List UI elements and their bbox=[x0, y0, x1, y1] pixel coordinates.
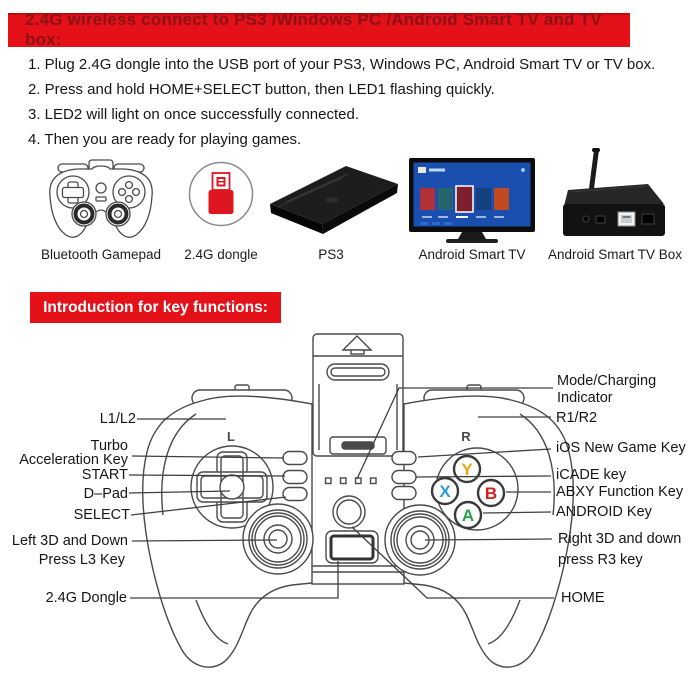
gamepad-art bbox=[142, 333, 574, 668]
y-button-letter: Y bbox=[461, 460, 473, 479]
label-abxy-function: ABXY Function Key bbox=[556, 484, 684, 500]
left-stick bbox=[242, 503, 314, 575]
start-oval-button bbox=[282, 469, 308, 485]
header-title: 2.4G wireless connect to PS3 /Windows PC… bbox=[25, 10, 602, 49]
button-y bbox=[452, 454, 482, 484]
step-3: 3. LED2 will light on once successfully … bbox=[28, 106, 360, 123]
dongle-slot bbox=[329, 534, 375, 561]
x-button-letter: X bbox=[439, 482, 451, 501]
device-label-android-smart-tv: Android Smart TV bbox=[418, 247, 526, 262]
dongle-image bbox=[188, 161, 254, 232]
device-label-android-tv-box: Android Smart TV Box bbox=[547, 247, 683, 262]
label-press-r3: press R3 key bbox=[558, 552, 643, 568]
a-button-letter: A bbox=[462, 506, 474, 525]
step-4: 4. Then you are ready for playing games. bbox=[28, 131, 302, 148]
label-home: HOME bbox=[561, 590, 605, 606]
label-left-3d: Left 3D and Down bbox=[11, 533, 128, 549]
select-oval-button bbox=[282, 486, 308, 502]
label-ios-new-game: iOS New Game Key bbox=[556, 440, 686, 456]
r-shoulder-letter: R bbox=[461, 429, 471, 444]
label-l1-l2: L1/L2 bbox=[99, 411, 136, 427]
label-press-l3: Press L3 Key bbox=[38, 552, 125, 568]
label-turbo-acceleration: Turbo Acceleration Key bbox=[19, 438, 128, 468]
label-start: START bbox=[81, 467, 128, 483]
button-b bbox=[476, 478, 506, 508]
bluetooth-gamepad-image bbox=[36, 158, 166, 251]
button-a bbox=[453, 500, 483, 530]
leader-lines bbox=[128, 387, 554, 599]
label-24g-dongle: 2.4G Dongle bbox=[45, 590, 127, 606]
icade-oval-button bbox=[391, 469, 417, 485]
phone-holder-bracket bbox=[312, 333, 404, 457]
label-icade: iCADE key bbox=[556, 467, 627, 483]
android-smart-tv-image bbox=[408, 156, 536, 249]
android-tv-box-image bbox=[556, 146, 672, 247]
led-indicators bbox=[324, 477, 377, 485]
device-label-dongle: 2.4G dongle bbox=[184, 247, 258, 262]
step-1: 1. Plug 2.4G dongle into the USB port of… bbox=[28, 56, 656, 73]
device-label-bluetooth-gamepad: Bluetooth Gamepad bbox=[40, 247, 162, 262]
intro-box: Introduction for key functions: bbox=[30, 292, 281, 323]
d-pad bbox=[196, 451, 268, 523]
header-bar: 2.4G wireless connect to PS3 /Windows PC… bbox=[8, 10, 630, 49]
ios-oval-button bbox=[391, 450, 417, 466]
label-right-3d: Right 3D and down bbox=[558, 531, 682, 547]
label-select: SELECT bbox=[73, 507, 130, 523]
label-mode-charging: Mode/Charging Indicator bbox=[557, 373, 657, 406]
label-android-key: ANDROID Key bbox=[556, 504, 652, 520]
intro-title: Introduction for key functions: bbox=[43, 298, 268, 316]
l-shoulder-letter: L bbox=[227, 429, 235, 444]
b-button-letter: B bbox=[485, 484, 497, 503]
android-oval-button bbox=[391, 485, 417, 501]
turbo-oval-button bbox=[282, 450, 308, 466]
label-d-pad: D–Pad bbox=[83, 486, 128, 502]
label-r1-r2: R1/R2 bbox=[556, 410, 598, 426]
step-2: 2. Press and hold HOME+SELECT button, th… bbox=[28, 81, 495, 98]
device-label-ps3: PS3 bbox=[318, 247, 344, 262]
button-x bbox=[430, 476, 460, 506]
ps3-image bbox=[262, 160, 402, 247]
